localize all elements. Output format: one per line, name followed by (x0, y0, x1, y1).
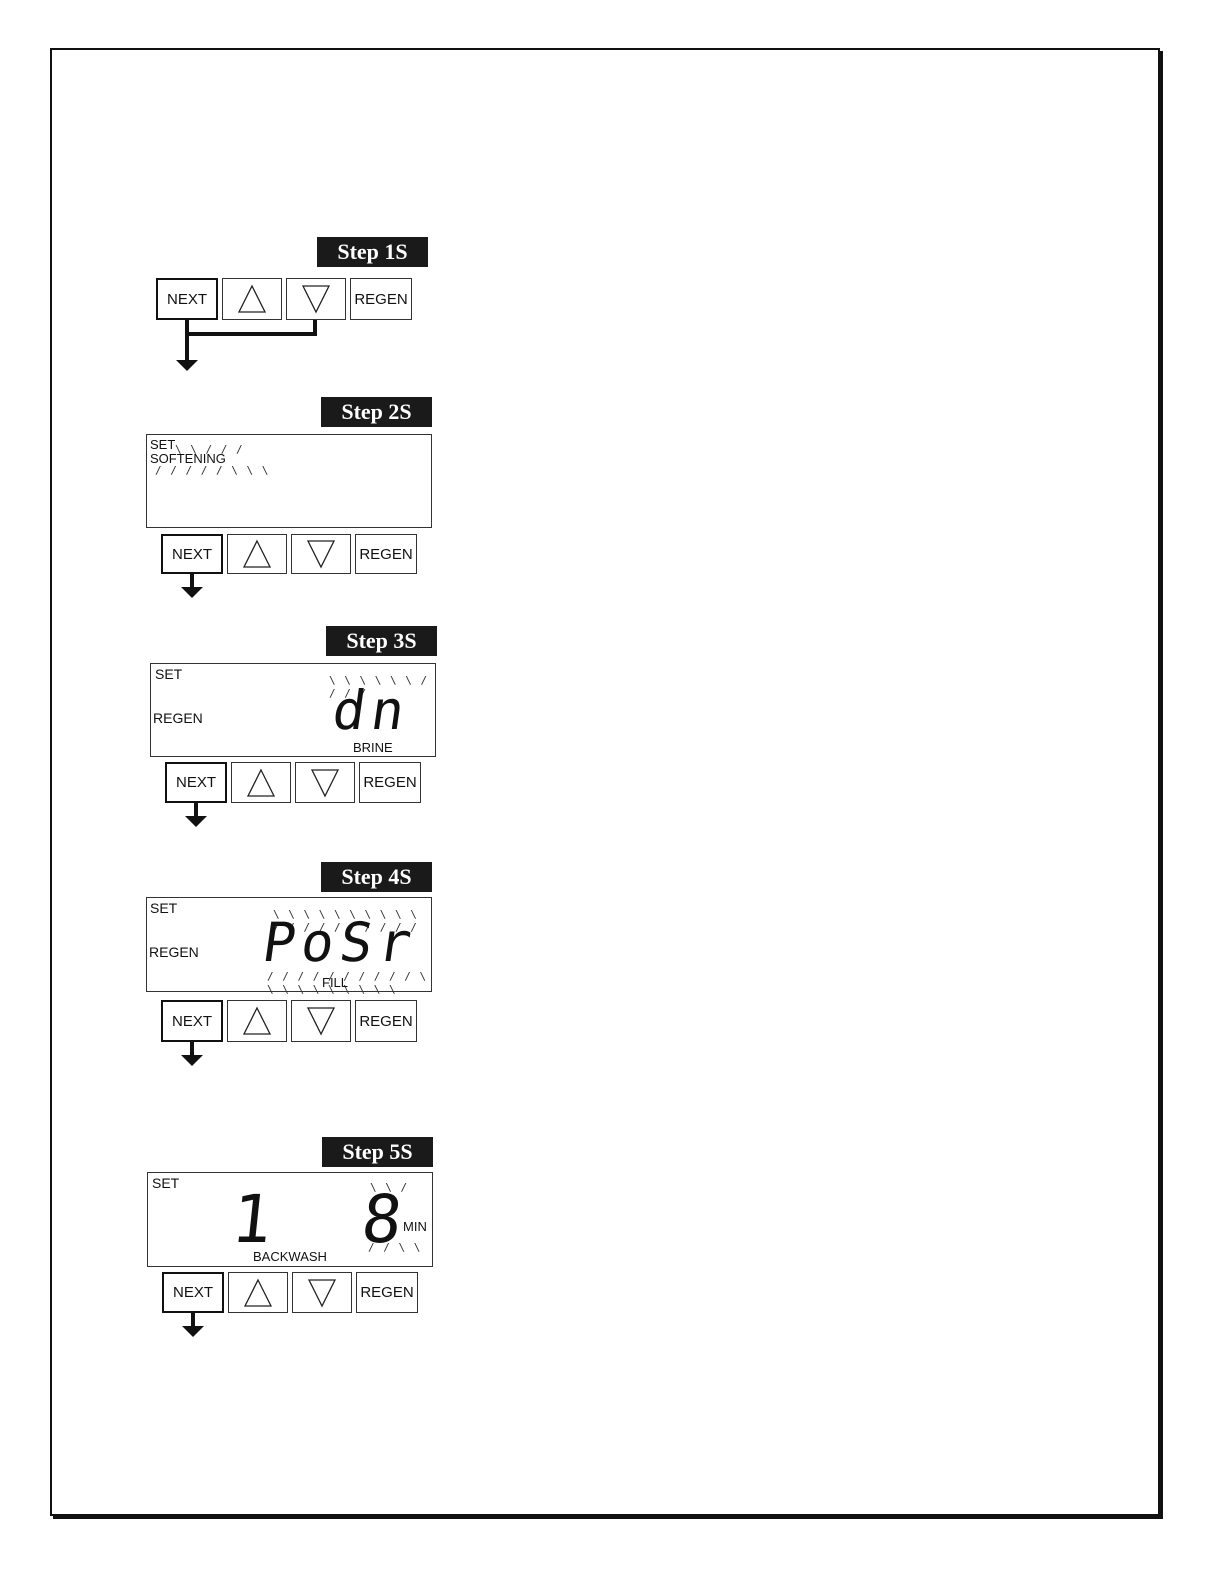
down-triangle-icon (307, 1278, 337, 1307)
lcd-softening-text: SOFTENING (150, 451, 226, 466)
arrow-stem (194, 803, 198, 817)
step-3s-buttons: NEXT REGEN (165, 762, 421, 803)
lcd-set-text: SET (150, 437, 176, 452)
arrow-stem (190, 574, 194, 588)
regen-button[interactable]: REGEN (355, 534, 417, 574)
down-arrow-icon (185, 816, 207, 827)
lcd-regen-text: REGEN (149, 944, 199, 960)
regen-button[interactable]: REGEN (355, 1000, 417, 1042)
lcd-brine-text: BRINE (353, 740, 393, 755)
down-arrow-icon (181, 587, 203, 598)
press-together-bracket-h (185, 332, 317, 336)
blink-marks-icon: / / / / / \ \ \ (155, 464, 270, 477)
down-arrow-icon (182, 1326, 204, 1337)
down-triangle-icon (306, 540, 336, 569)
up-button[interactable] (222, 278, 282, 320)
lcd-display: SET 1 \ \ / 8 / / \ \ MIN BACKWASH (147, 1172, 433, 1267)
next-button[interactable]: NEXT (156, 278, 218, 320)
down-arrow-icon (176, 360, 198, 371)
lcd-main-segment-text: dn (328, 679, 415, 742)
blink-marks-icon: \ \ \ \ \ \ \ \ \ \ / / / / / / / / / / (273, 908, 418, 934)
blink-marks-icon: \ \ \ \ \ \ / / / / (329, 674, 429, 700)
step-2s-label: Step 2S (321, 397, 432, 427)
arrow-stem (190, 1042, 194, 1056)
regen-button[interactable]: REGEN (350, 278, 412, 320)
arrow-stem (191, 1313, 195, 1327)
lcd-main-segment-text: PoSr (258, 911, 422, 974)
next-button[interactable]: NEXT (161, 534, 223, 574)
step-1s-buttons: NEXT REGEN (156, 278, 412, 320)
lcd-regen-text: REGEN (153, 710, 203, 726)
up-button[interactable] (231, 762, 291, 803)
down-triangle-icon (301, 285, 331, 314)
down-button[interactable] (295, 762, 355, 803)
next-button[interactable]: NEXT (162, 1272, 224, 1313)
blink-marks-icon: \ \ / / / (175, 443, 244, 456)
up-button[interactable] (228, 1272, 288, 1313)
lcd-digit-1: 1 (228, 1181, 276, 1258)
step-2s-buttons: NEXT REGEN (161, 534, 417, 574)
down-arrow-icon (181, 1055, 203, 1066)
down-button[interactable] (292, 1272, 352, 1313)
next-button[interactable]: NEXT (165, 762, 227, 803)
step-3s-label: Step 3S (326, 626, 437, 656)
down-button[interactable] (291, 534, 351, 574)
up-triangle-icon (237, 284, 267, 313)
blink-marks-icon: / / / / / / / / / / \ \ \ \ \ \ \ \ \ \ (267, 970, 428, 996)
up-triangle-icon (242, 1006, 272, 1035)
page-frame (50, 48, 1160, 1516)
lcd-display: SET REGEN \ \ \ \ \ \ / / / / dn BRINE (150, 663, 436, 757)
next-button[interactable]: NEXT (161, 1000, 223, 1042)
down-button[interactable] (286, 278, 346, 320)
step-4s-label: Step 4S (321, 862, 432, 892)
lcd-set-text: SET (152, 1175, 180, 1191)
regen-button[interactable]: REGEN (359, 762, 421, 803)
step-5s-buttons: NEXT REGEN (162, 1272, 418, 1313)
regen-button[interactable]: REGEN (356, 1272, 418, 1313)
press-together-bracket-r (313, 320, 317, 336)
step-1s-label: Step 1S (317, 237, 428, 267)
lcd-set-text: SET (150, 900, 178, 916)
lcd-backwash-text: BACKWASH (253, 1249, 327, 1264)
step-5s-label: Step 5S (322, 1137, 433, 1167)
step-4s-buttons: NEXT REGEN (161, 1000, 417, 1042)
press-together-bracket (185, 320, 189, 360)
up-triangle-icon (243, 1278, 273, 1307)
lcd-fill-text: FILL (322, 975, 349, 990)
down-button[interactable] (291, 1000, 351, 1042)
up-button[interactable] (227, 534, 287, 574)
blink-marks-icon: \ \ / (370, 1181, 409, 1194)
lcd-min-text: MIN (403, 1219, 427, 1234)
up-triangle-icon (242, 539, 272, 568)
up-button[interactable] (227, 1000, 287, 1042)
blink-marks-icon: / / \ \ (368, 1241, 422, 1254)
up-triangle-icon (246, 768, 276, 797)
lcd-set-text: SET (155, 666, 183, 682)
lcd-display: SET REGEN \ \ \ \ \ \ \ \ \ \ / / / / / … (146, 897, 432, 996)
down-triangle-icon (306, 1007, 336, 1036)
lcd-display: SET \ \ / / / SOFTENING / / / / / \ \ \ (146, 434, 432, 528)
down-triangle-icon (310, 768, 340, 797)
